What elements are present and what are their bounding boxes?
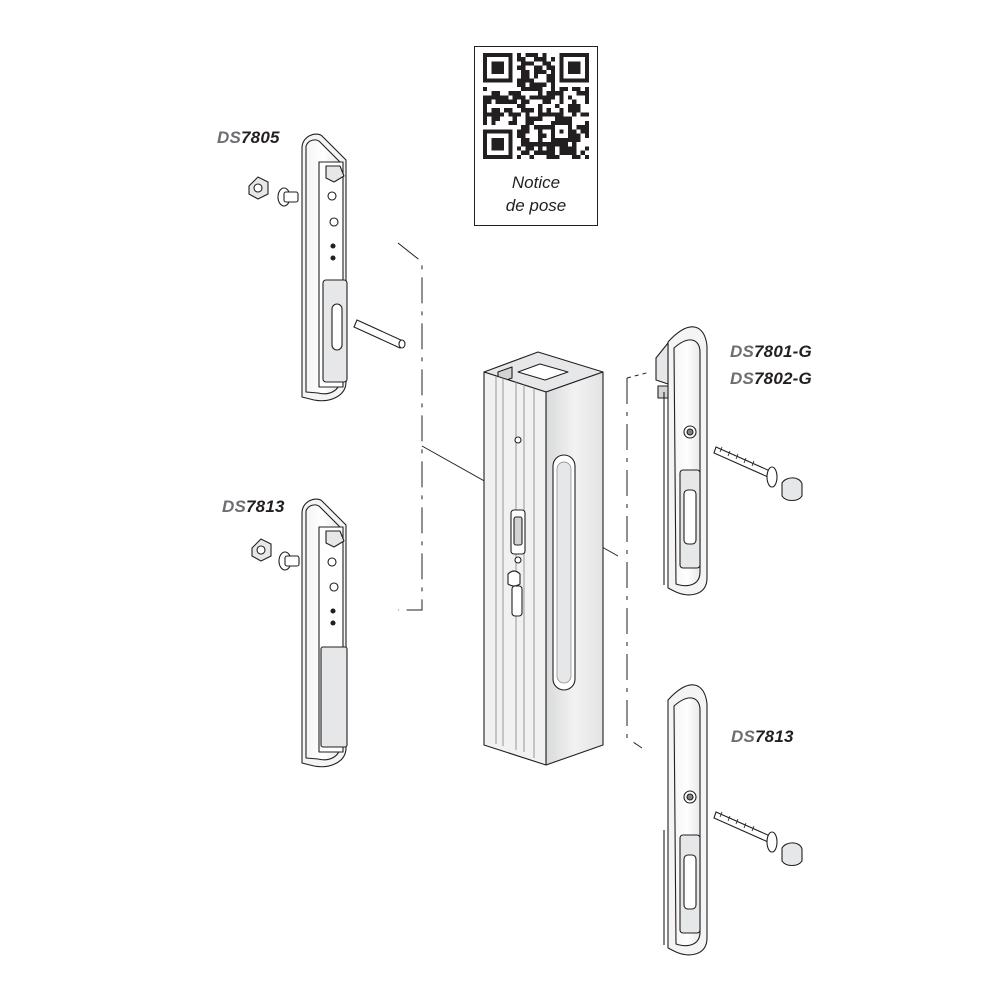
aluminium-profile: [483, 351, 604, 766]
label-prefix: DS: [217, 128, 242, 147]
pin-ds7805: [353, 319, 406, 349]
screw-and-cap-ds7801: [713, 446, 803, 502]
handle-ds7813-right: [663, 684, 708, 956]
handle-ds7801-ds7802: [655, 326, 708, 596]
nut-and-bolt-ds7813-left: [251, 538, 300, 571]
qr-caption-line2: de pose: [505, 196, 567, 215]
installation-notice-qr-box[interactable]: Notice de pose: [474, 46, 598, 226]
label-prefix: DS: [731, 727, 756, 746]
label-prefix: DS: [222, 497, 247, 516]
qr-caption: Notice de pose: [475, 171, 597, 217]
screw-and-cap-ds7813-right: [713, 811, 803, 867]
qr-caption-line1: Notice: [511, 173, 561, 192]
part-label-ds7805: DS7805: [217, 128, 280, 148]
label-number: 7802-G: [754, 369, 812, 388]
label-number: 7805: [241, 128, 280, 147]
label-prefix: DS: [730, 342, 755, 361]
keeper-plate-ds7805: [301, 133, 348, 402]
part-label-ds7801-g: DS7801-G: [730, 342, 812, 362]
keeper-plate-ds7813-left: [301, 498, 348, 768]
qr-code-icon[interactable]: [483, 53, 589, 159]
label-number: 7813: [246, 497, 285, 516]
part-label-ds7802-g: DS7802-G: [730, 369, 812, 389]
nut-and-bolt-ds7805: [248, 176, 299, 207]
part-label-ds7813-left: DS7813: [222, 497, 285, 517]
label-number: 7813: [755, 727, 794, 746]
part-label-ds7813-right: DS7813: [731, 727, 794, 747]
label-number: 7801-G: [754, 342, 812, 361]
label-prefix: DS: [730, 369, 755, 388]
